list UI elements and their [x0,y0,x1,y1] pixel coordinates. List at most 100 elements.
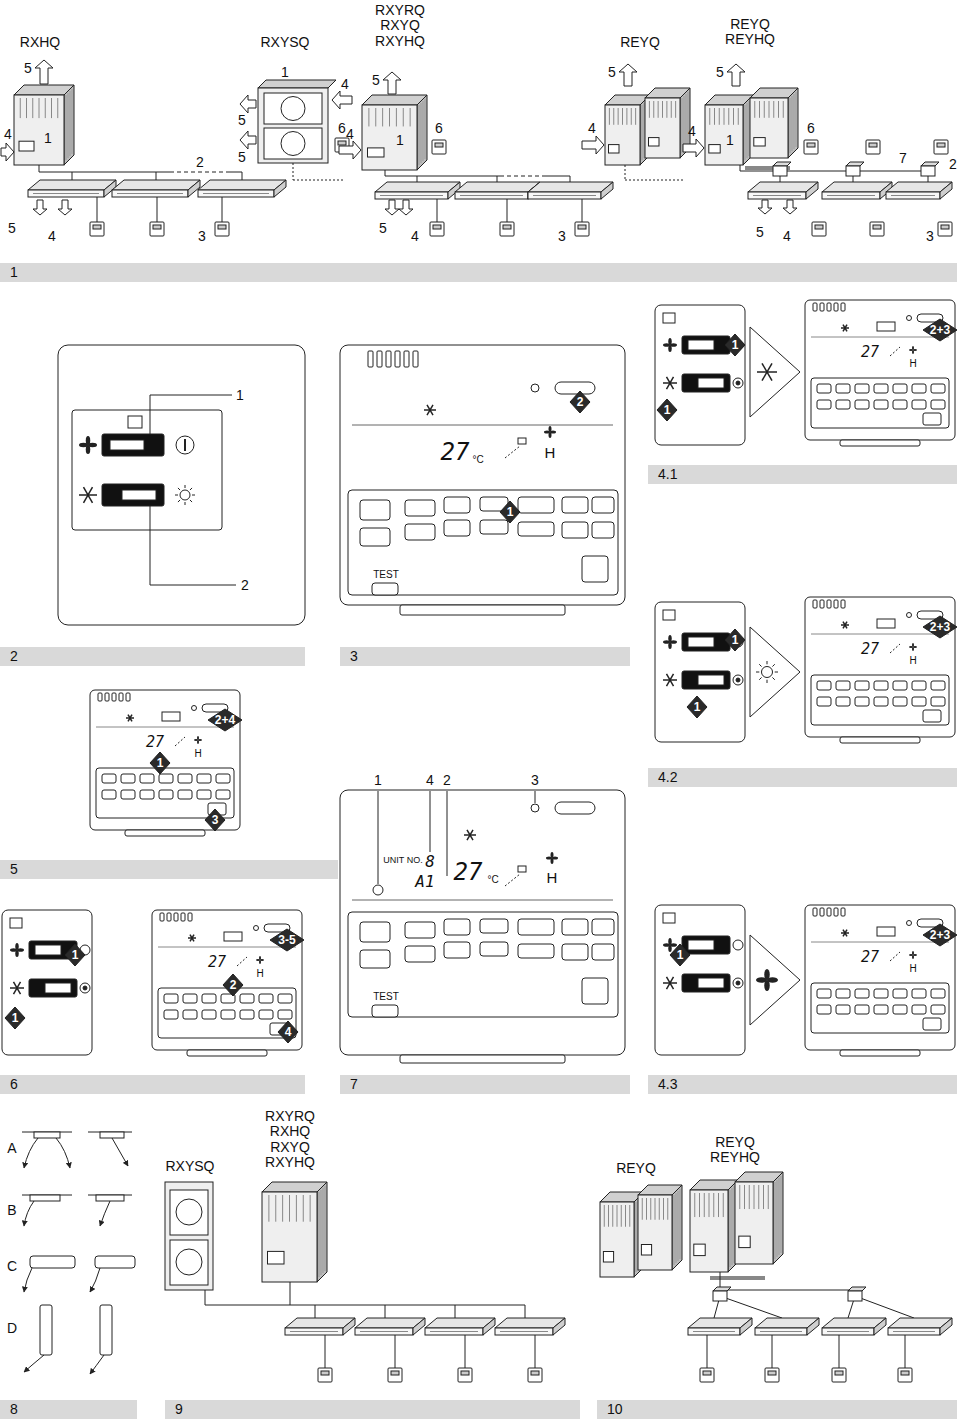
remote-screen [578,225,586,229]
remote-button [360,500,390,520]
section-number: 5 [10,861,18,877]
unit-front [258,88,328,163]
wire-line [811,942,949,943]
remote-rib [181,913,185,921]
remote-screen [873,225,881,229]
wire-line [604,1205,605,1227]
fan-speed-text: H [909,964,916,974]
unit-front [600,1202,634,1277]
cooling-symbol [843,622,847,629]
unit-top [638,1185,682,1195]
icon [518,866,526,872]
wire-line [694,1193,695,1217]
remote-button [931,697,945,706]
badge-shape [725,629,745,651]
remote-rib [827,908,831,916]
icon [663,913,675,923]
branch-box-top [848,1287,866,1291]
remote-button [855,400,869,409]
icon [736,678,740,682]
cassette-front [748,192,806,199]
switch-slider [698,675,724,685]
wire-line [158,947,296,948]
icon [80,983,90,993]
remote-button [592,944,614,960]
model-name: RXYSQ [260,35,309,49]
wire-line [747,103,748,158]
unit-front [690,1190,728,1272]
wire-line [321,1190,322,1275]
remote-rib [174,913,178,921]
fan-grille [264,128,322,159]
callout-number: 4 [48,229,56,243]
cassette-side [413,1318,425,1335]
wire-line [775,1182,776,1259]
fan-grille [281,132,305,156]
cooling-symbol [667,377,674,389]
unit-plate [739,1236,750,1247]
cooling-symbol [843,930,847,937]
step-badge: 1 [732,634,739,646]
icon [254,926,259,931]
branch-box-top [921,162,939,166]
unit-plate [694,1244,705,1255]
wire-line [827,1331,869,1332]
remote-body [340,345,625,605]
section-band: 4.1 [648,465,957,484]
remote-button [240,1010,254,1019]
unit-front [165,1182,213,1290]
unit-plate [709,145,720,153]
cassette-front [888,1328,940,1335]
remote-screen [433,225,441,229]
callout-number: 4 [341,77,349,91]
cooling-symbol [667,674,674,686]
callout-number: 5 [238,150,246,164]
remote-button [121,790,135,799]
fan-symbol [668,635,672,642]
wire-line [890,952,900,961]
callout-number: 3 [531,773,539,787]
remote-button [562,522,588,538]
remote-screen [461,1371,469,1375]
wire-line [777,1180,778,1257]
wire-line [891,195,935,196]
wire-line [268,1195,269,1222]
remote-lip [400,1055,565,1063]
remote-button [923,1018,941,1030]
airflow-arrow [90,1268,100,1292]
wire-line [680,1189,681,1259]
wire-line [505,874,520,886]
remote-button [592,497,614,513]
callout-number: 3 [926,229,934,243]
wire-line [437,199,438,222]
fan-symbol [912,951,914,955]
icon [877,927,895,936]
wire-line [608,1205,609,1227]
badge-shape [500,501,520,523]
wire-line [525,1305,526,1318]
section-number: 7 [350,1076,358,1092]
wire-line [794,94,795,149]
remote-button [178,774,192,783]
icon [663,313,675,323]
switch-panel [655,305,745,445]
wire-line [792,96,793,151]
callout-number: 1 [726,133,734,147]
wire-line [704,1193,705,1217]
badge-shape [5,1007,25,1029]
callout-number: 3 [558,229,566,243]
display-text: °C [472,455,483,465]
unit-plate [268,1251,285,1264]
remote-body [152,910,302,1050]
wire-line [758,1185,759,1209]
remote-button [912,384,926,393]
unit-front [705,105,743,165]
wire-line [739,1185,740,1209]
airflow-arrow [24,1268,32,1292]
wire-line [290,1331,338,1332]
heating-symbol [192,495,195,496]
model-name: RXHQ [20,35,60,49]
icon [176,436,194,454]
remote-button [817,400,831,409]
wire-line [783,101,784,118]
